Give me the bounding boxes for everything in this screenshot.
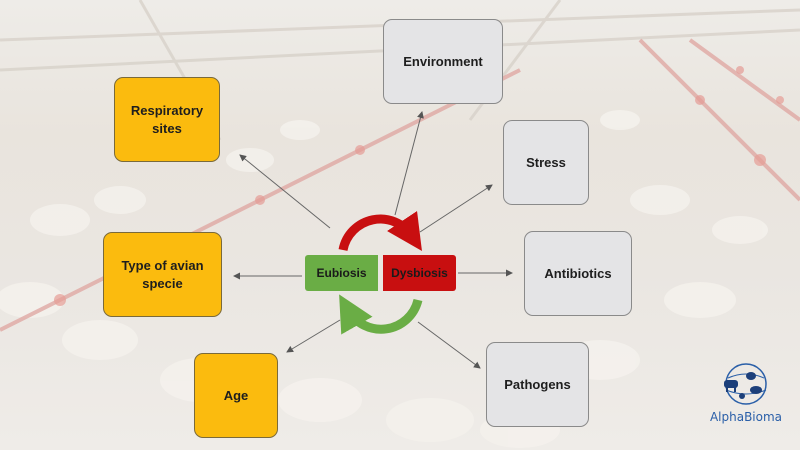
factor-respiratory-sites: Respiratory sites [114, 77, 220, 162]
factor-stress: Stress [503, 120, 589, 205]
factor-pathogens-label: Pathogens [504, 376, 571, 392]
factor-stress-label: Stress [526, 154, 566, 170]
factor-environment-label: Environment [403, 53, 483, 69]
logo-text: AlphaBioma [709, 410, 783, 424]
factor-avian-specie-label: Type of avian specie [121, 257, 204, 291]
factor-environment: Environment [383, 19, 503, 104]
globe-animals-icon [724, 363, 767, 405]
eubiosis-label: Eubiosis [305, 255, 378, 291]
factor-pathogens: Pathogens [486, 342, 589, 427]
dysbiosis-label: Dysbiosis [383, 255, 456, 291]
factor-age: Age [194, 353, 278, 438]
factor-antibiotics: Antibiotics [524, 231, 632, 316]
factor-age-label: Age [223, 387, 249, 403]
factor-respiratory-sites-label: Respiratory sites [130, 102, 204, 136]
alphabioma-logo: AlphaBioma [706, 360, 786, 430]
factor-antibiotics-label: Antibiotics [544, 265, 612, 281]
factor-avian-specie: Type of avian specie [103, 232, 222, 317]
